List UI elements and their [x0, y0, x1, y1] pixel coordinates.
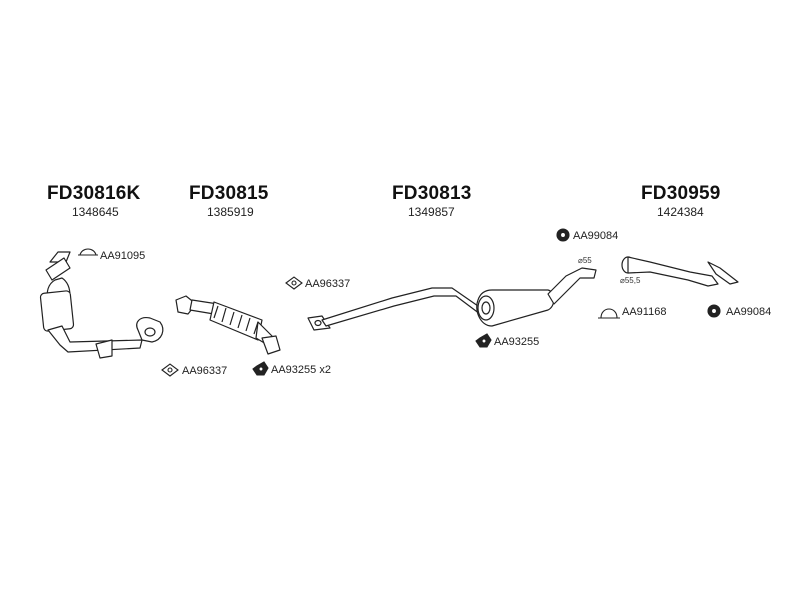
- part-code-fd30815: FD30815: [189, 183, 269, 204]
- clamp-icon: [78, 248, 98, 256]
- part-code-fd30816k: FD30816K: [47, 183, 141, 204]
- diameter-label-55-5: ⌀55,5: [620, 276, 641, 285]
- diameter-label-55: ⌀55: [578, 256, 592, 265]
- nut-icon: [475, 333, 492, 348]
- hardware-label-aa99084: AA99084: [573, 230, 619, 242]
- rubber-mount-icon: [707, 304, 721, 318]
- hardware-label-aa93255: AA93255: [494, 336, 540, 348]
- part-ref-fd30815: 1385919: [207, 205, 254, 219]
- middle-silencer-pipe: [307, 267, 597, 331]
- part-ref-fd30959: 1424384: [657, 205, 704, 219]
- gasket-icon: [285, 276, 303, 290]
- gasket-icon: [161, 363, 179, 377]
- hardware-label-aa96337: AA96337: [182, 365, 228, 377]
- part-ref-fd30813: 1349857: [408, 205, 455, 219]
- hardware-label-aa91168: AA91168: [622, 306, 667, 318]
- part-ref-fd30816k: 1348645: [72, 205, 119, 219]
- hardware-label-aa93255-x2: AA93255 x2: [271, 364, 331, 376]
- nut-icon: [252, 361, 269, 376]
- part-code-fd30959: FD30959: [641, 183, 721, 204]
- clamp-icon: [598, 308, 620, 319]
- hardware-label-aa99084: AA99084: [726, 306, 772, 318]
- catalytic-converter-pipe: [39, 251, 164, 359]
- rear-tail-pipe: [621, 256, 739, 287]
- hardware-label-aa91095: AA91095: [100, 250, 146, 262]
- hardware-label-aa96337: AA96337: [305, 278, 351, 290]
- part-code-fd30813: FD30813: [392, 183, 472, 204]
- rubber-mount-icon: [556, 228, 570, 242]
- flexible-pipe: [175, 295, 281, 355]
